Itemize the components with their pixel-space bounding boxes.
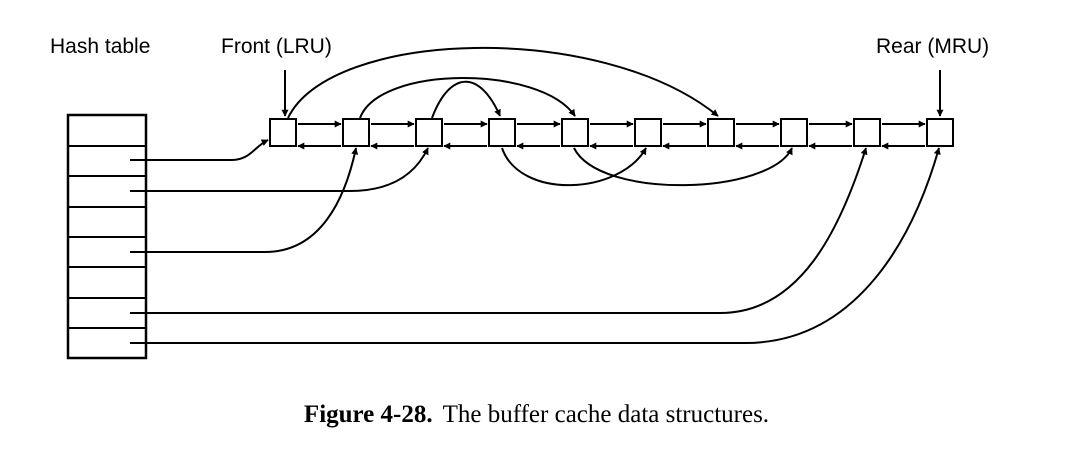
hash-bucket-pointer [130, 147, 941, 344]
hash-bucket-pointer [130, 147, 868, 314]
buffer-chain [269, 118, 954, 147]
buffer-3 [415, 118, 443, 147]
figure-caption-text: The buffer cache data structures. [442, 401, 770, 428]
hash-chain-arcs-top [287, 46, 719, 119]
buffer-2 [342, 118, 370, 147]
buffer-4 [488, 118, 516, 147]
hash-chain-arc [359, 77, 576, 119]
figure-caption: Figure 4-28. The buffer cache data struct… [0, 401, 1073, 429]
hash-table-label: Hash table [50, 35, 151, 58]
buffer-6 [634, 118, 662, 147]
hash-table [66, 113, 148, 360]
buffer-8 [780, 118, 808, 147]
rear-mru-label: Rear (MRU) [876, 35, 990, 58]
hash-bucket-pointer [130, 139, 269, 161]
hash-bucket-pointer [130, 147, 359, 253]
buffer-10 [926, 118, 954, 147]
buffer-7 [707, 118, 735, 147]
hash-chain-arc [501, 147, 647, 187]
figure-number: Figure 4-28. [303, 401, 433, 428]
hash-chain-arc [287, 46, 719, 119]
hash-chain-arc [431, 80, 501, 119]
buffer-1 [269, 118, 297, 147]
hash-chain-arcs-bottom [501, 147, 793, 187]
front-lru-label: Front (LRU) [221, 35, 332, 58]
hash-bucket-pointer [130, 147, 429, 192]
hash-chain-arc [573, 147, 793, 187]
buffer-5 [561, 118, 589, 147]
buffer-9 [853, 118, 881, 147]
hash-slot-pointers [130, 139, 941, 344]
